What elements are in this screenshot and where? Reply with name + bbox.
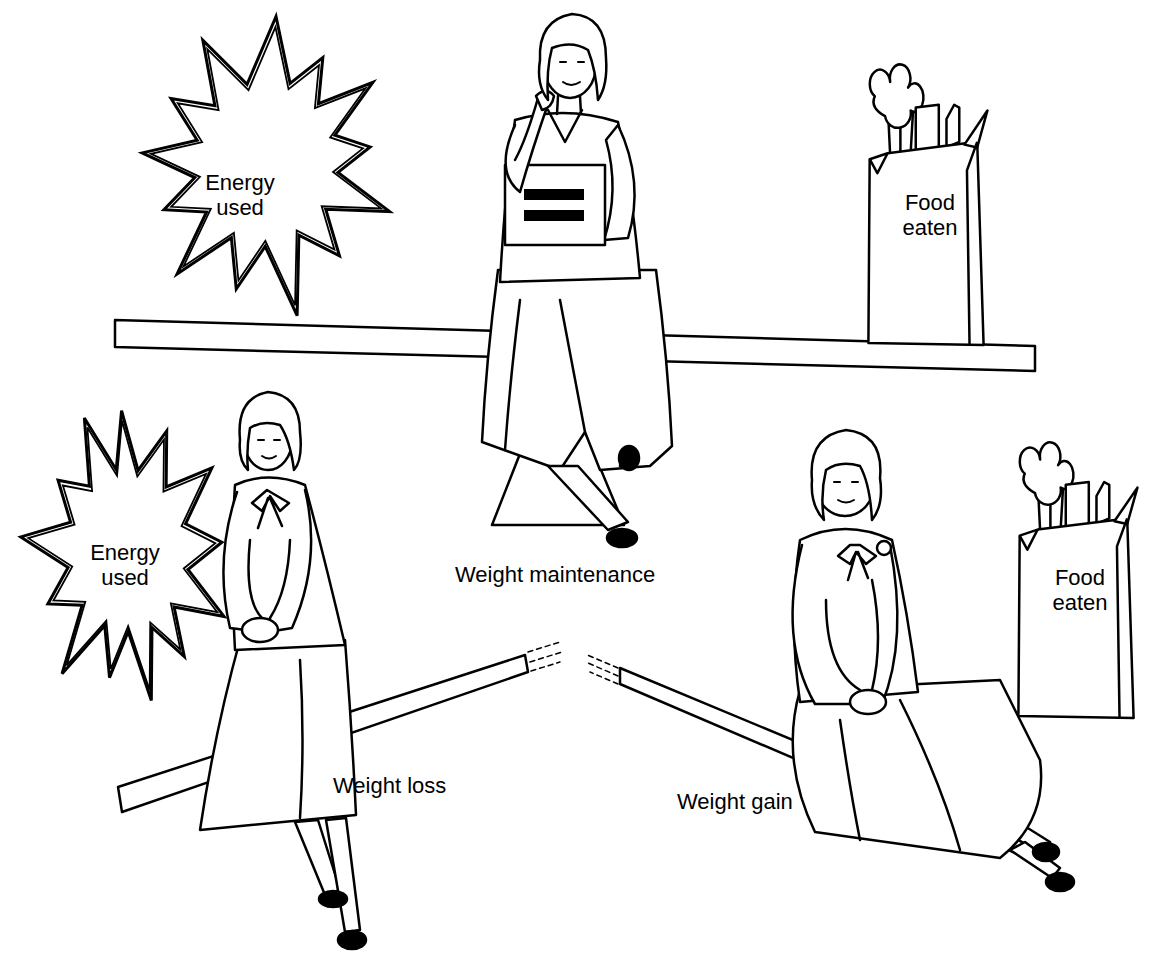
- woman-hair: [812, 430, 881, 520]
- grocery-bag: Food eaten: [1012, 440, 1140, 720]
- gain-scene: [585, 430, 1074, 891]
- state-label: Weight loss: [333, 773, 446, 799]
- equals-symbol: [524, 189, 584, 200]
- state-label: Weight gain: [677, 789, 793, 815]
- woman-skirt-fold: [505, 300, 585, 450]
- equals-symbol: [524, 210, 584, 221]
- grocery-bottle: [946, 105, 959, 148]
- maintenance-scene: [115, 14, 1035, 547]
- woman-skirt: [793, 680, 1041, 858]
- woman-hair: [539, 14, 606, 100]
- woman-skirt: [482, 270, 672, 470]
- woman-arm: [223, 492, 262, 632]
- grocery-bag: Food eaten: [862, 62, 990, 347]
- woman-features: [258, 440, 280, 459]
- woman-hands: [242, 618, 278, 642]
- bag-fold: [870, 142, 978, 344]
- energy-starburst: Energy used: [20, 405, 235, 705]
- bag-body: [1018, 518, 1133, 718]
- loss-scene: [118, 392, 562, 949]
- motion-lines: [585, 654, 618, 684]
- motion-lines: [528, 642, 562, 671]
- bag-fold: [1020, 518, 1128, 717]
- woman-blouse: [500, 113, 640, 282]
- woman-leg: [326, 818, 360, 932]
- woman-shoe: [319, 891, 347, 907]
- energy-starburst: Energy used: [140, 15, 395, 320]
- woman-arm: [604, 125, 635, 240]
- starburst-outline: [142, 16, 389, 315]
- node-text: Energy used: [192, 170, 288, 220]
- woman-features: [834, 482, 858, 503]
- woman-hair: [240, 392, 301, 470]
- woman-shoe: [607, 529, 637, 547]
- woman-shoe: [619, 446, 639, 470]
- starburst-inner-outline: [151, 27, 381, 305]
- woman-arm: [870, 545, 897, 704]
- woman-skirt: [200, 640, 356, 830]
- state-label: Weight maintenance: [455, 562, 655, 588]
- woman-hands: [850, 690, 886, 714]
- bag-body: [868, 142, 983, 345]
- grocery-bottle: [1096, 482, 1109, 524]
- woman-shoe: [1046, 873, 1074, 891]
- node-outline: [140, 15, 395, 320]
- woman-rosette: [877, 541, 891, 555]
- starburst-outline: [21, 411, 224, 701]
- woman-skirt-fold: [300, 660, 303, 818]
- starburst-inner-outline: [28, 421, 217, 690]
- woman-leg: [548, 466, 628, 530]
- woman-skirt-fold: [840, 700, 960, 850]
- node-text: Energy used: [77, 540, 173, 590]
- node-text: Food eaten: [1032, 565, 1128, 615]
- woman-shoe: [338, 931, 366, 949]
- node-text: Food eaten: [882, 190, 978, 240]
- woman-features: [560, 62, 584, 85]
- woman-bow: [838, 545, 876, 580]
- woman-leg: [1010, 842, 1060, 878]
- woman-collar: [548, 110, 582, 142]
- woman-bow: [252, 490, 289, 528]
- woman-arm: [506, 98, 548, 192]
- woman-shoe: [1033, 843, 1059, 861]
